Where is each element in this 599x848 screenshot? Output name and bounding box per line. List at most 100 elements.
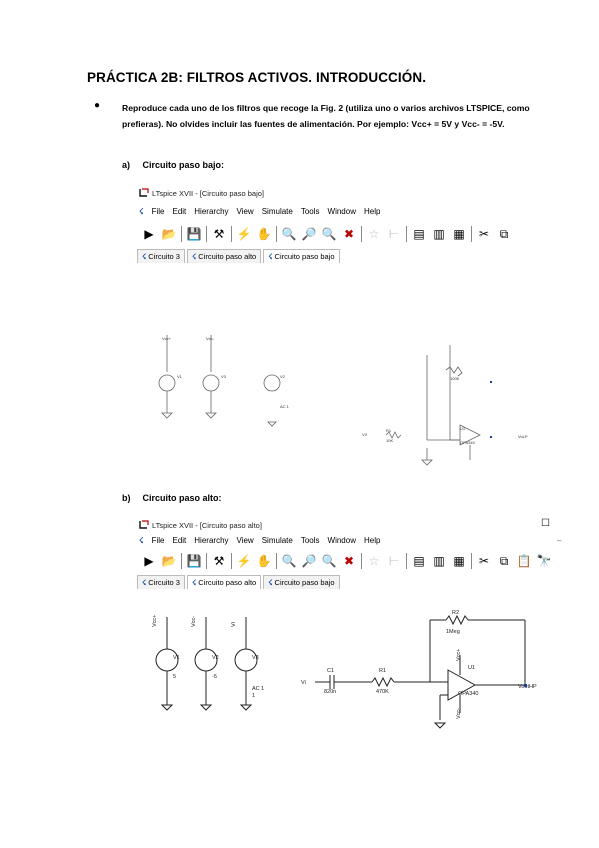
schematic-highpass: Vcc+ Vcc- Vi V1 5 V2 -5 V3 AC 1 1 Vi C1 …	[152, 610, 537, 729]
window-title-bar: LTspice XVII - [Circuito paso bajo]	[139, 188, 264, 198]
tile-vertical-icon[interactable]: ▥	[433, 554, 445, 568]
cursor-icon[interactable]: ⊢	[388, 554, 400, 568]
menu-tools[interactable]: Tools	[300, 207, 320, 216]
zoom-fit-icon[interactable]: ✖	[343, 227, 355, 241]
maximize-icon[interactable]: ☐	[541, 518, 550, 529]
run-icon[interactable]: ▶	[144, 227, 154, 241]
tab-label: Circuito 3	[148, 252, 180, 261]
window-title: LTspice XVII - [Circuito paso bajo]	[152, 189, 264, 198]
output-label: VoutHP	[518, 684, 537, 690]
tab-circuito-paso-alto[interactable]: ☇Circuito paso alto	[186, 249, 262, 263]
vcc-label: Vcc+	[162, 336, 172, 341]
section-a-letter: a)	[122, 160, 131, 170]
r1-value: 470K	[376, 689, 389, 695]
zoom-in-icon[interactable]: 🔍	[281, 227, 297, 241]
tab-circuito-paso-bajo[interactable]: ☇Circuito paso bajo	[263, 249, 340, 263]
ltspice-app-icon	[139, 520, 149, 529]
toolbar-separator	[206, 226, 207, 242]
r2-label: R2	[452, 610, 459, 616]
window-title-bar: LTspice XVII - [Circuito paso alto]	[139, 520, 262, 530]
menu-window[interactable]: Window	[327, 207, 356, 216]
tab-circuito-3[interactable]: ☇Circuito 3	[137, 575, 185, 589]
instruction-paragraph: Reproduce cada uno de los filtros que re…	[122, 103, 530, 129]
opamp-ref: U1	[460, 426, 466, 431]
open-folder-icon[interactable]: 📂	[161, 554, 177, 568]
run-icon[interactable]: ▶	[144, 554, 154, 568]
document-icon: ☇	[139, 207, 144, 216]
find-icon[interactable]: 🔭	[536, 554, 552, 568]
tab-circuito-3[interactable]: ☇Circuito 3	[137, 249, 185, 263]
cascade-icon[interactable]: ▦	[453, 554, 465, 568]
menu-hierarchy[interactable]: Hierarchy	[194, 536, 229, 545]
ltspice-app-icon	[139, 188, 149, 197]
cursor-icon[interactable]: ⊢	[388, 227, 400, 241]
v3-value-2: 1	[252, 693, 255, 699]
toolbar-separator	[471, 226, 472, 242]
v1-label: V1	[173, 655, 180, 661]
pan-hand-icon[interactable]: ✋	[256, 554, 272, 568]
toolbar-separator	[206, 553, 207, 569]
tile-vertical-icon[interactable]: ▥	[433, 227, 445, 241]
zoom-area-icon[interactable]: 🔎	[301, 227, 317, 241]
save-icon[interactable]: 💾	[186, 227, 202, 241]
zoom-out-icon[interactable]: 🔍	[321, 227, 337, 241]
c1-value: 820n	[324, 689, 336, 695]
menu-help[interactable]: Help	[363, 536, 381, 545]
tab-label: Circuito paso bajo	[274, 252, 335, 261]
run-wave-icon[interactable]: ⚡	[236, 227, 252, 241]
copy-icon[interactable]: ⧉	[499, 227, 509, 241]
pan-hand-icon[interactable]: ✋	[256, 227, 272, 241]
menu-bar: ☇ File Edit Hierarchy View Simulate Tool…	[139, 536, 388, 545]
menu-view[interactable]: View	[236, 207, 254, 216]
section-a-label: Circuito paso bajo:	[142, 160, 225, 170]
menu-tools[interactable]: Tools	[300, 536, 320, 545]
v2-value: -5	[212, 674, 217, 680]
v1-value: 5	[173, 674, 176, 680]
tile-horizontal-icon[interactable]: ▤	[413, 554, 425, 568]
control-panel-icon[interactable]: ⚒	[213, 227, 225, 241]
tab-circuito-paso-bajo[interactable]: ☇Circuito paso bajo	[263, 575, 340, 589]
save-icon[interactable]: 💾	[186, 554, 202, 568]
menu-hierarchy[interactable]: Hierarchy	[194, 207, 229, 216]
schematic-icon: ☇	[142, 578, 147, 587]
ltspice-window-highpass: LTspice XVII - [Circuito paso alto] ☐ – …	[137, 518, 569, 596]
copy-icon[interactable]: ⧉	[499, 554, 509, 568]
zoom-in-icon[interactable]: 🔍	[281, 554, 297, 568]
v2-label: V2	[280, 374, 286, 379]
output-node	[524, 684, 527, 687]
menu-simulate[interactable]: Simulate	[261, 207, 293, 216]
zoom-out-icon[interactable]: 🔍	[321, 554, 337, 568]
v3-label: V3	[252, 655, 259, 661]
menu-edit[interactable]: Edit	[172, 207, 187, 216]
menu-window[interactable]: Window	[327, 536, 356, 545]
tile-horizontal-icon[interactable]: ▤	[413, 227, 425, 241]
paste-icon[interactable]: 📋	[516, 554, 532, 568]
cascade-icon[interactable]: ▦	[453, 227, 465, 241]
v2-value: AC 1	[280, 404, 290, 409]
cut-icon[interactable]: ✂	[478, 554, 490, 568]
control-panel-icon[interactable]: ⚒	[213, 554, 225, 568]
cut-icon[interactable]: ✂	[478, 227, 490, 241]
zoom-area-icon[interactable]: 🔎	[301, 554, 317, 568]
schematic-icon: ☇	[268, 252, 273, 261]
schematic-icon: ☇	[268, 578, 273, 587]
menu-edit[interactable]: Edit	[172, 536, 187, 545]
menu-file[interactable]: File	[151, 207, 165, 216]
toolbar-separator	[406, 553, 407, 569]
tab-circuito-paso-alto[interactable]: ☇Circuito paso alto	[186, 575, 262, 589]
menu-file[interactable]: File	[151, 536, 165, 545]
menu-simulate[interactable]: Simulate	[261, 536, 293, 545]
opamp-model: OPA340	[458, 691, 478, 697]
menu-view[interactable]: View	[236, 536, 254, 545]
autorange-icon[interactable]: ☆	[368, 227, 380, 241]
run-wave-icon[interactable]: ⚡	[236, 554, 252, 568]
minimize-icon[interactable]: –	[557, 536, 562, 545]
open-folder-icon[interactable]: 📂	[161, 227, 177, 241]
menu-help[interactable]: Help	[363, 207, 381, 216]
zoom-fit-icon[interactable]: ✖	[343, 554, 355, 568]
tab-label: Circuito paso bajo	[274, 578, 335, 587]
autorange-icon[interactable]: ☆	[368, 554, 380, 568]
section-a-heading: a) Circuito paso bajo:	[122, 160, 224, 170]
r1-value: 10K	[386, 438, 393, 443]
tab-bar: ☇Circuito 3 ☇Circuito paso alto ☇Circuit…	[137, 575, 342, 589]
